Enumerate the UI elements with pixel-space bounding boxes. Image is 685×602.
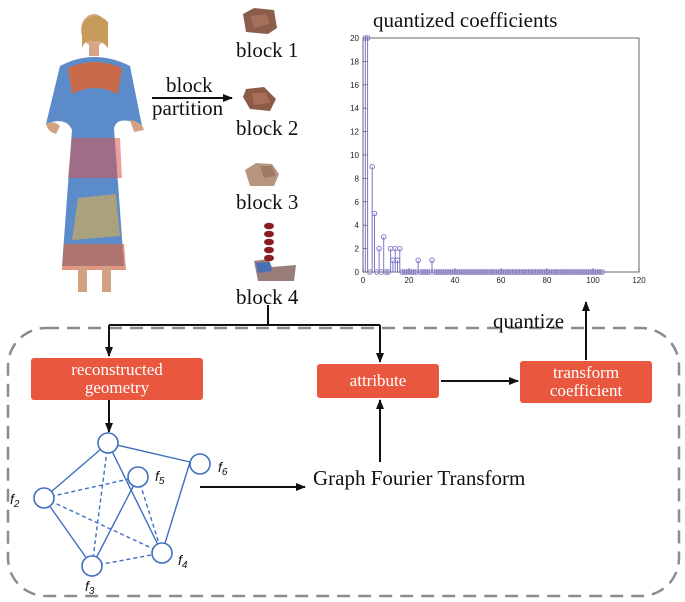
x-tick-label: 120 bbox=[632, 276, 646, 285]
y-tick-label: 4 bbox=[355, 221, 360, 230]
x-tick-label: 40 bbox=[451, 276, 460, 285]
stem-marker bbox=[429, 257, 435, 264]
stem-marker bbox=[597, 269, 603, 275]
x-tick-label: 100 bbox=[586, 276, 600, 285]
node-f4 bbox=[151, 542, 173, 564]
y-tick-label: 2 bbox=[355, 245, 360, 254]
quantize-label: quantize bbox=[493, 309, 565, 333]
block-1-label: block 1 bbox=[236, 38, 299, 62]
plot-frame bbox=[362, 37, 640, 273]
geometry-box-line1: reconstructed bbox=[71, 360, 163, 379]
y-tick-label: 18 bbox=[350, 57, 359, 66]
partition-label-line1: block bbox=[166, 73, 213, 97]
x-tick-label: 80 bbox=[543, 276, 552, 285]
dashed-frame bbox=[6, 326, 681, 598]
graph: f1 f2 f3 f4 f5 f6 bbox=[10, 426, 228, 596]
stem-marker bbox=[415, 257, 421, 264]
stem-marker bbox=[376, 245, 382, 252]
node-f6 bbox=[189, 453, 211, 475]
coefficients-stem-chart: 0 2 4 6 8 10 12 14 16 18 20 0 20 40 60 80 100 120 bbox=[350, 34, 646, 285]
person-point-cloud bbox=[46, 14, 144, 292]
transform-coefficient-box: transform coefficient bbox=[520, 361, 652, 403]
gft-label: Graph Fourier Transform bbox=[313, 466, 526, 490]
geometry-box-line2: geometry bbox=[84, 378, 150, 397]
stem-marker bbox=[424, 269, 431, 275]
y-tick-label: 8 bbox=[355, 174, 360, 183]
attribute-box-label: attribute bbox=[349, 371, 407, 390]
node-f3 bbox=[81, 555, 103, 577]
node-label-f1: f1 bbox=[86, 426, 95, 427]
stem-marker bbox=[383, 269, 389, 275]
partition-label-line2: partition bbox=[152, 96, 224, 120]
stem-marker bbox=[371, 210, 378, 217]
stem-marker bbox=[410, 269, 417, 275]
node-label-f3: f3 bbox=[85, 578, 95, 596]
node-f5 bbox=[127, 466, 149, 488]
attribute-box: attribute bbox=[317, 364, 439, 398]
block-1-thumbnail bbox=[243, 8, 277, 34]
ellipsis-dots bbox=[264, 222, 274, 262]
x-tick-label: 60 bbox=[497, 276, 506, 285]
y-tick-label: 16 bbox=[350, 81, 359, 90]
y-tick-label: 10 bbox=[350, 151, 359, 160]
block-3-thumbnail bbox=[245, 163, 279, 186]
y-tick-label: 20 bbox=[350, 34, 359, 43]
node-label-f5: f5 bbox=[155, 468, 165, 487]
block-2-thumbnail bbox=[243, 87, 276, 111]
transform-box-line1: transform bbox=[552, 363, 620, 382]
stem-marker bbox=[380, 234, 387, 240]
stem-marker bbox=[397, 245, 403, 252]
block-2-label: block 2 bbox=[236, 116, 299, 140]
y-tick-label: 6 bbox=[355, 198, 360, 207]
chart-title: quantized coefficients bbox=[373, 8, 558, 32]
stem-marker bbox=[364, 35, 371, 41]
y-tick-label: 14 bbox=[350, 104, 359, 113]
block-3-label: block 3 bbox=[236, 190, 299, 214]
y-tick-label: 12 bbox=[350, 128, 359, 137]
y-tick-label: 0 bbox=[355, 268, 360, 277]
block-4-thumbnail bbox=[254, 259, 296, 281]
node-label-f2: f2 bbox=[10, 491, 20, 510]
block-4-label: block 4 bbox=[236, 285, 299, 309]
transform-box-line2: coefficient bbox=[549, 381, 623, 400]
node-label-f6: f6 bbox=[218, 459, 228, 478]
reconstructed-geometry-box: reconstructed geometry bbox=[31, 358, 203, 400]
x-tick-label: 20 bbox=[405, 276, 414, 285]
node-f1 bbox=[97, 432, 119, 454]
node-f2 bbox=[33, 487, 55, 509]
node-label-f4: f4 bbox=[178, 552, 188, 571]
stem-marker bbox=[369, 163, 375, 170]
x-tick-label: 0 bbox=[361, 276, 366, 285]
stem-marker bbox=[599, 269, 605, 275]
